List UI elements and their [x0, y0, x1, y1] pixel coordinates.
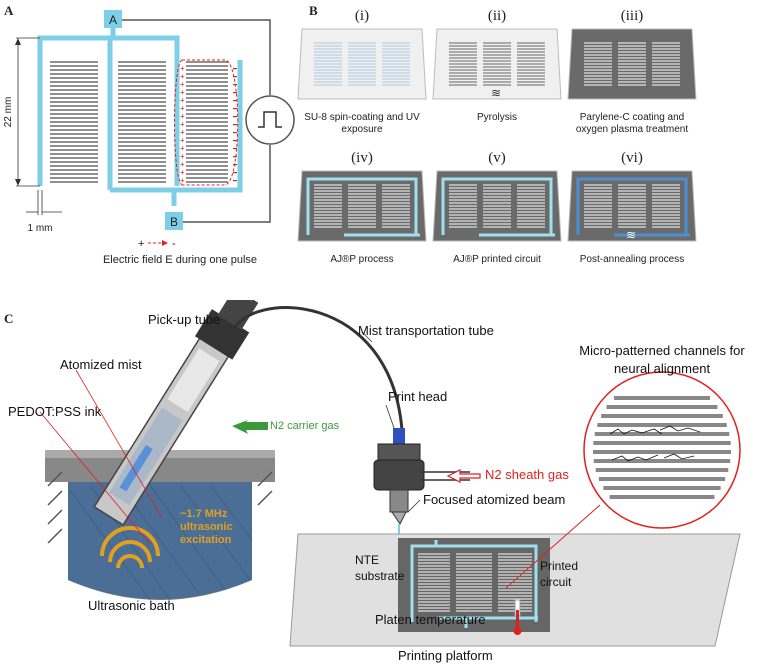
- node-b-label: B: [170, 215, 178, 229]
- atomizer-assembly: [93, 300, 267, 526]
- svg-text:+: +: [180, 176, 185, 185]
- svg-text:+: +: [180, 80, 185, 89]
- label-pickup-tube: Pick-up tube: [148, 312, 221, 327]
- svg-text:+: +: [180, 96, 185, 105]
- panel-b-letter: B: [309, 3, 318, 18]
- svg-text:+: +: [180, 136, 185, 145]
- step-substrate: [297, 28, 427, 100]
- pulse-source-icon: [245, 95, 295, 145]
- label-sheath-gas: N2 sheath gas: [485, 467, 569, 482]
- node-a-label: A: [109, 13, 117, 27]
- svg-text:+: +: [180, 120, 185, 129]
- label-ink: PEDOT:PSS ink: [8, 404, 102, 419]
- label-micro-channels: Micro-patterned channels for neural alig…: [579, 343, 745, 376]
- panel-c-diagram: [39, 300, 741, 647]
- mist-tube: [230, 306, 404, 431]
- print-head-assembly: [373, 428, 425, 525]
- dim-width-label: 1 mm: [28, 223, 53, 234]
- node-a: [104, 10, 122, 28]
- label-platen-temperature: Platen temperature: [375, 612, 486, 627]
- legend-minus: -: [172, 238, 176, 250]
- process-step-2: (ii) ≋ Pyrolysis: [431, 8, 563, 124]
- panel-c-letter: C: [4, 311, 14, 326]
- svg-text:+: +: [180, 128, 185, 137]
- process-step-5: (v) AJ®P printed circuit: [431, 150, 563, 266]
- step-caption: AJ®P printed circuit: [453, 254, 541, 265]
- process-step-1: (i) SU-8 spin-coating and UV exposure: [296, 8, 428, 136]
- step-number: (vi): [621, 150, 643, 166]
- svg-text:+: +: [180, 160, 185, 169]
- svg-text:+: +: [180, 104, 185, 113]
- panel-a-letter: A: [4, 3, 14, 18]
- step-caption: Parylene-C coating and oxygen plasma tre…: [575, 112, 689, 135]
- carrier-gas-arrow: [232, 420, 268, 434]
- step-number: (i): [354, 8, 370, 24]
- step-substrate: ≋: [432, 28, 562, 100]
- step-caption: SU-8 spin-coating and UV exposure: [304, 112, 420, 135]
- dim-height-label: 22 mm: [3, 97, 14, 128]
- sheath-gas-arrow: [446, 469, 481, 483]
- legend-plus: +: [138, 238, 144, 250]
- svg-text:+: +: [180, 112, 185, 121]
- svg-text:+: +: [180, 152, 185, 161]
- step-caption: Pyrolysis: [476, 112, 517, 123]
- step-substrate: [432, 170, 562, 242]
- svg-text:+: +: [180, 168, 185, 177]
- step-number: (iii): [620, 8, 644, 24]
- label-printed-circuit: Printed circuit: [540, 559, 579, 589]
- electrode-circuit: [37, 28, 243, 206]
- svg-text:+: +: [180, 72, 185, 81]
- svg-text:≋: ≋: [626, 228, 636, 242]
- svg-text:≋: ≋: [491, 86, 501, 100]
- step-caption: Post-annealing process: [579, 254, 685, 265]
- process-step-3: (iii) Parylene-C coating and oxygen plasm…: [566, 8, 698, 136]
- step-substrate: [297, 170, 427, 242]
- process-step-6: (vi) ≋ Post-annealing process: [566, 150, 698, 266]
- step-number: (ii): [487, 8, 507, 24]
- svg-text:+: +: [180, 88, 185, 97]
- label-focused-beam: Focused atomized beam: [423, 492, 566, 507]
- step-substrate: ≋: [567, 170, 697, 242]
- node-b: [165, 212, 183, 230]
- panel-a-diagram: A B +++++++++++++++ 22 mm 1 mm + -: [3, 10, 295, 250]
- step-caption: AJ®P process: [330, 254, 394, 265]
- panel-a-caption: Electric field E during one pulse: [102, 254, 258, 266]
- label-atomized-mist: Atomized mist: [60, 357, 142, 372]
- label-printing-platform: Printing platform: [398, 648, 493, 663]
- step-substrate: [567, 28, 697, 100]
- label-ultrasonic-bath: Ultrasonic bath: [88, 598, 175, 613]
- label-nte-substrate: NTE substrate: [355, 553, 405, 583]
- process-step-4: (iv) AJ®P process: [296, 150, 428, 266]
- ultrasound-wave-icon: [100, 526, 160, 569]
- label-carrier-gas: N2 carrier gas: [270, 420, 340, 432]
- svg-text:+: +: [180, 144, 185, 153]
- step-number: (iv): [351, 150, 373, 166]
- printed-circuit-mini: [410, 540, 538, 628]
- svg-text:+: +: [180, 64, 185, 73]
- step-number: (v): [488, 150, 506, 166]
- label-ultrasonic-freq: ~1.7 MHz ultrasonic excitation: [180, 508, 233, 546]
- label-print-head: Print head: [388, 389, 448, 404]
- label-mist-tube: Mist transportation tube: [358, 323, 494, 338]
